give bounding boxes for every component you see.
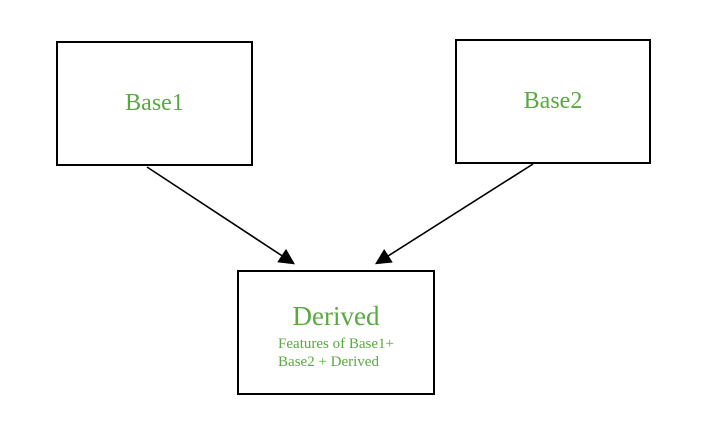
node-derived-description: Features of Base1+ Base2 + Derived	[278, 335, 394, 372]
node-derived-label: Derived	[292, 300, 380, 331]
arrow-base1-to-derived	[146, 166, 296, 265]
node-base1-label: Base1	[125, 90, 184, 117]
node-base2-label: Base2	[523, 88, 583, 115]
arrow-base2-to-derived	[374, 163, 534, 265]
node-derived-description-line2: Base2 + Derived	[278, 353, 379, 370]
node-base1: Base1	[56, 41, 253, 166]
node-derived-description-line1: Features of Base1+	[278, 335, 394, 352]
node-derived: Derived Features of Base1+ Base2 + Deriv…	[237, 270, 435, 395]
node-base2: Base2	[455, 39, 651, 164]
